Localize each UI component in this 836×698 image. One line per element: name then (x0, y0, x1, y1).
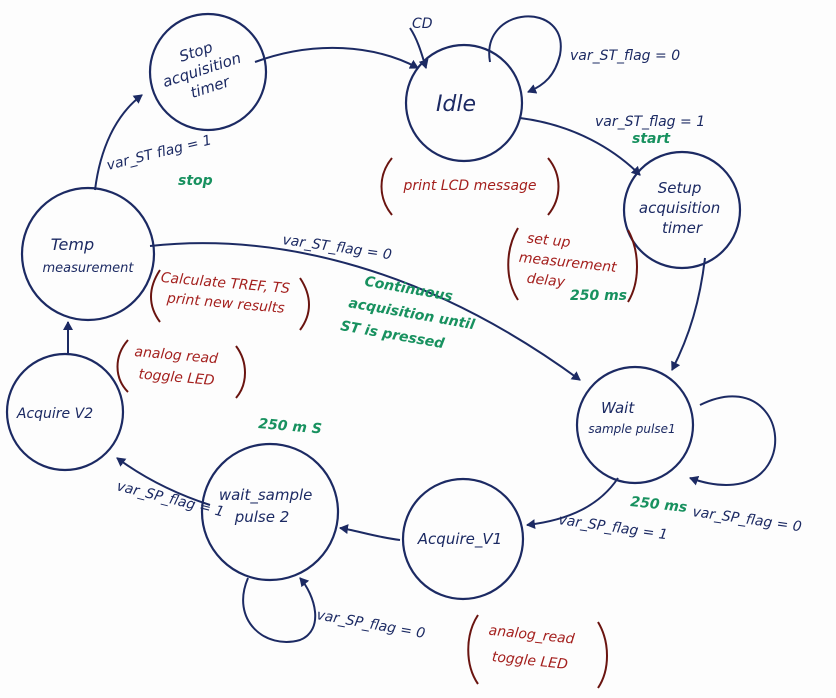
state-wait2-line2: pulse 2 (234, 508, 290, 526)
state-acq1-label: Acquire_V1 (417, 530, 502, 549)
svg-text:wait_sample pulse 2: wait_sample pulse 2 (219, 486, 317, 526)
state-idle-circle (404, 43, 524, 163)
action-setup-time: 250 ms (570, 288, 627, 304)
edge-wait1-acq1 (526, 477, 619, 530)
state-setup-circle (622, 150, 742, 270)
edge-idle-setup (519, 117, 641, 176)
edge-temp-wait1 (149, 242, 581, 381)
svg-text:Setup acquisition: Setup acquisition timer (639, 179, 725, 237)
state-acq2: Acquire V2 (5, 352, 125, 472)
paren-left (507, 227, 519, 301)
state-wait1: Wait sample pulse1 (575, 365, 695, 485)
action-idle-text: print LCD message (402, 178, 536, 194)
state-setup: Setup acquisition timer (622, 150, 742, 270)
state-temp-circle (20, 186, 156, 322)
edge-stop-idle (254, 46, 419, 69)
paren-right (299, 277, 310, 331)
state-wait1-line1: Wait (601, 399, 635, 417)
loop-idle (488, 15, 562, 94)
note-continuous: Continuous acquisition until ST is press… (339, 271, 485, 358)
state-wait2: wait_sample pulse 2 (200, 442, 340, 582)
note-wait1-250ms: 250 ms (630, 494, 688, 516)
action-acq2-line2: toggle LED (138, 366, 216, 389)
paren-right (547, 157, 560, 216)
action-setup-line3: delay (526, 271, 566, 291)
action-temp: Calculate TREF, TS print new results (150, 269, 310, 331)
paren-left (150, 269, 161, 323)
label-wait2-self: var_SP_flag = 0 (315, 607, 426, 642)
state-wait2-line1: wait_sample (219, 486, 313, 505)
state-acq1: Acquire_V1 (401, 477, 525, 601)
note-start: start (632, 131, 671, 147)
svg-text:set up measurement: set up measurement delay (516, 230, 624, 296)
state-wait2-circle (200, 442, 340, 582)
state-setup-line1: Setup (658, 179, 702, 197)
paren-left (380, 157, 393, 216)
note-stop: stop (178, 173, 213, 189)
state-temp-line2: measurement (43, 261, 135, 276)
paren-right (627, 229, 638, 303)
state-idle-label: Idle (436, 92, 476, 117)
label-idle-self: var_ST_flag = 0 (570, 48, 680, 64)
state-temp-line1: Temp (51, 235, 94, 254)
edge-acq1-wait2 (339, 524, 401, 541)
state-temp: Temp measurement (20, 186, 156, 322)
action-idle: print LCD message (380, 157, 560, 216)
state-idle: Idle (404, 43, 524, 163)
initial-label: CD (412, 16, 433, 32)
label-temp-wait1: var_ST_flag = 0 (281, 232, 392, 263)
action-acq1-line1: analog_read (488, 623, 576, 648)
loop-wait1 (689, 395, 777, 486)
paren-left (116, 339, 129, 393)
loop-wait2 (242, 577, 317, 643)
state-stop-circle (148, 12, 268, 132)
svg-text:analog read toggle LED: analog read toggle LED (132, 344, 223, 390)
state-setup-line3: timer (662, 219, 703, 237)
action-acq1: analog_read toggle LED (467, 614, 608, 689)
edge-setup-wait1 (671, 257, 706, 371)
svg-text:analog_read toggle LED: analog_read toggle LED (485, 623, 580, 674)
state-wait1-circle (575, 365, 695, 485)
paren-right (597, 621, 608, 689)
svg-text:Calculate TREF, TS print: Calculate TREF, TS print new results (158, 270, 295, 318)
edge-temp-stop (94, 94, 143, 191)
state-acq2-label: Acquire V2 (16, 406, 93, 422)
label-idle-setup: var_ST_flag = 1 (595, 114, 705, 130)
label-temp-stop: var_ST flag = 1 (105, 132, 213, 174)
svg-text:Stop acquisition t: Stop acquisition timer (154, 29, 253, 109)
label-wait2-acq2: var_SP_flag = 1 (115, 478, 226, 520)
action-acq2: analog read toggle LED (116, 339, 246, 399)
svg-text:Temp measurement: Temp measurement (43, 235, 135, 276)
state-stop: Stop acquisition timer (148, 12, 268, 132)
initial-arrow (409, 27, 429, 69)
state-setup-line2: acquisition (639, 199, 720, 217)
state-acq1-circle (401, 477, 525, 601)
action-acq1-line2: toggle LED (491, 649, 569, 673)
note-wait2-250ms: 250 m S (258, 416, 323, 437)
action-setup: set up measurement delay 250 ms (507, 227, 638, 304)
state-acq2-circle (5, 352, 125, 472)
paren-right (235, 345, 246, 399)
state-wait1-line2: sample pulse1 (588, 422, 675, 436)
label-wait1-self: var_SP_flag = 0 (691, 504, 802, 535)
action-acq2-line1: analog read (134, 344, 219, 367)
paren-left (467, 614, 479, 685)
edge-wait2-acq2 (116, 457, 211, 506)
action-setup-line1: set up (526, 231, 571, 251)
svg-text:Wait sample pulse1: Wait sample pulse1 (588, 399, 675, 436)
label-wait1-acq1: var_SP_flag = 1 (557, 512, 668, 543)
